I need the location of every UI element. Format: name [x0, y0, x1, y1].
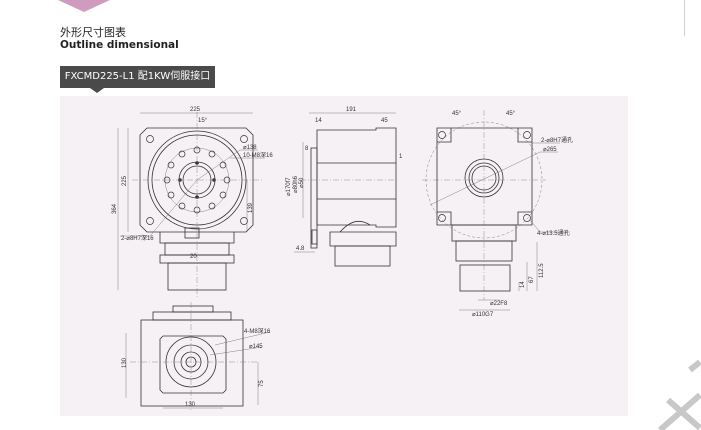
angle-left: 45° [452, 111, 462, 117]
dia-80: ⌀80h6 [293, 175, 299, 193]
decorative-chevron [58, 0, 110, 12]
dim-length: 191 [346, 107, 357, 113]
dia-22: ⌀22F8 [490, 301, 508, 307]
dim-20: 20 [190, 254, 197, 260]
dim-height: 225 [122, 175, 128, 186]
bottom-pcd: ⌀145 [249, 344, 263, 350]
dim-width: 225 [190, 107, 201, 113]
dim-112-5: 112.5 [539, 263, 545, 278]
label-pointer [90, 88, 104, 93]
section-title-en: Outline dimensional [60, 39, 179, 51]
rear-pcd: ⌀265 [543, 147, 557, 153]
angle-right: 45° [506, 111, 516, 117]
dim-45: 45 [381, 118, 388, 124]
divider [684, 0, 685, 36]
dim-4-8: 4.8 [296, 246, 305, 252]
model-label: FXCMD225-L1 配1KW伺服接口 [60, 66, 215, 88]
bottom-height: 130 [122, 357, 128, 368]
through-holes-note: 4-⌀13.5通孔 [537, 229, 570, 237]
bottom-view [125, 302, 271, 410]
dim-pcd: ⌀138 [243, 145, 257, 151]
dim-139: 139 [248, 202, 254, 213]
watermark [658, 359, 701, 430]
tapped-holes-note: 10-M8深16 [243, 151, 273, 159]
dia-170: ⌀170f7 [286, 177, 292, 196]
dim-angle: 15° [198, 118, 208, 124]
pin-holes-note: 2-⌀8H7深16 [121, 234, 154, 242]
bottom-tapped-holes: 4-M8深16 [244, 327, 271, 335]
dim-14: 14 [315, 118, 322, 124]
dim-1: 1 [399, 154, 403, 160]
dim-75: 75 [259, 380, 265, 387]
dim-14-rear: 14 [520, 281, 526, 288]
dim-8: 8 [305, 146, 309, 152]
rear-pin-holes-note: 2-⌀8H7通孔 [541, 136, 573, 144]
rear-view [422, 110, 570, 311]
section-title-cn: 外形尺寸图表 [60, 26, 126, 39]
dia-110: ⌀110G7 [472, 312, 494, 318]
dia-50: ⌀50 [299, 177, 305, 188]
front-view [117, 112, 265, 298]
dim-total-height: 364 [112, 203, 118, 214]
side-view [294, 112, 398, 267]
bottom-width: 130 [185, 402, 196, 408]
dim-67: 67 [529, 276, 535, 283]
